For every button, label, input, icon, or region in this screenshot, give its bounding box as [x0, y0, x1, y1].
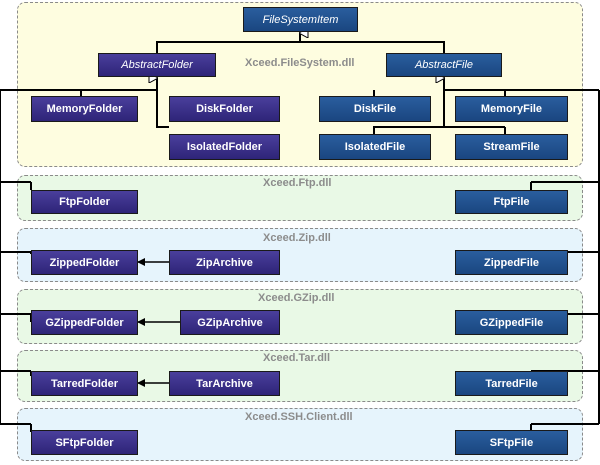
sftp-file-node[interactable]: SFtpFile	[455, 430, 568, 455]
region-label-ftp: Xceed.Ftp.dll	[263, 177, 332, 189]
memory-file-node[interactable]: MemoryFile	[455, 96, 568, 122]
stream-file-node[interactable]: StreamFile	[455, 134, 568, 160]
disk-file-node[interactable]: DiskFile	[319, 96, 431, 122]
tarred-folder-node[interactable]: TarredFolder	[31, 371, 138, 396]
abstract-folder-node[interactable]: AbstractFolder	[98, 53, 216, 77]
gzipped-file-node[interactable]: GZippedFile	[455, 310, 568, 335]
isolated-folder-node[interactable]: IsolatedFolder	[169, 134, 280, 160]
file-system-item-node[interactable]: FileSystemItem	[243, 7, 358, 32]
region-label-gzip: Xceed.GZip.dll	[258, 292, 335, 304]
tar-archive-node[interactable]: TarArchive	[169, 371, 280, 396]
region-label-zip: Xceed.Zip.dll	[263, 232, 331, 244]
zipped-folder-node[interactable]: ZippedFolder	[31, 250, 138, 275]
tarred-file-node[interactable]: TarredFile	[455, 371, 568, 396]
disk-folder-node[interactable]: DiskFolder	[169, 96, 280, 122]
sftp-folder-node[interactable]: SFtpFolder	[31, 430, 138, 455]
region-label-tar: Xceed.Tar.dll	[263, 352, 331, 364]
abstract-file-node[interactable]: AbstractFile	[386, 53, 502, 77]
gzipped-folder-node[interactable]: GZippedFolder	[31, 310, 138, 335]
zipped-file-node[interactable]: ZippedFile	[455, 250, 568, 275]
ftp-folder-node[interactable]: FtpFolder	[31, 190, 138, 214]
region-label-filesystem: Xceed.FileSystem.dll	[245, 57, 355, 69]
memory-folder-node[interactable]: MemoryFolder	[31, 96, 138, 122]
region-label-ssh: Xceed.SSH.Client.dll	[245, 411, 353, 423]
ftp-file-node[interactable]: FtpFile	[455, 190, 568, 214]
gzip-archive-node[interactable]: GZipArchive	[180, 310, 280, 335]
isolated-file-node[interactable]: IsolatedFile	[319, 134, 431, 160]
zip-archive-node[interactable]: ZipArchive	[169, 250, 280, 275]
